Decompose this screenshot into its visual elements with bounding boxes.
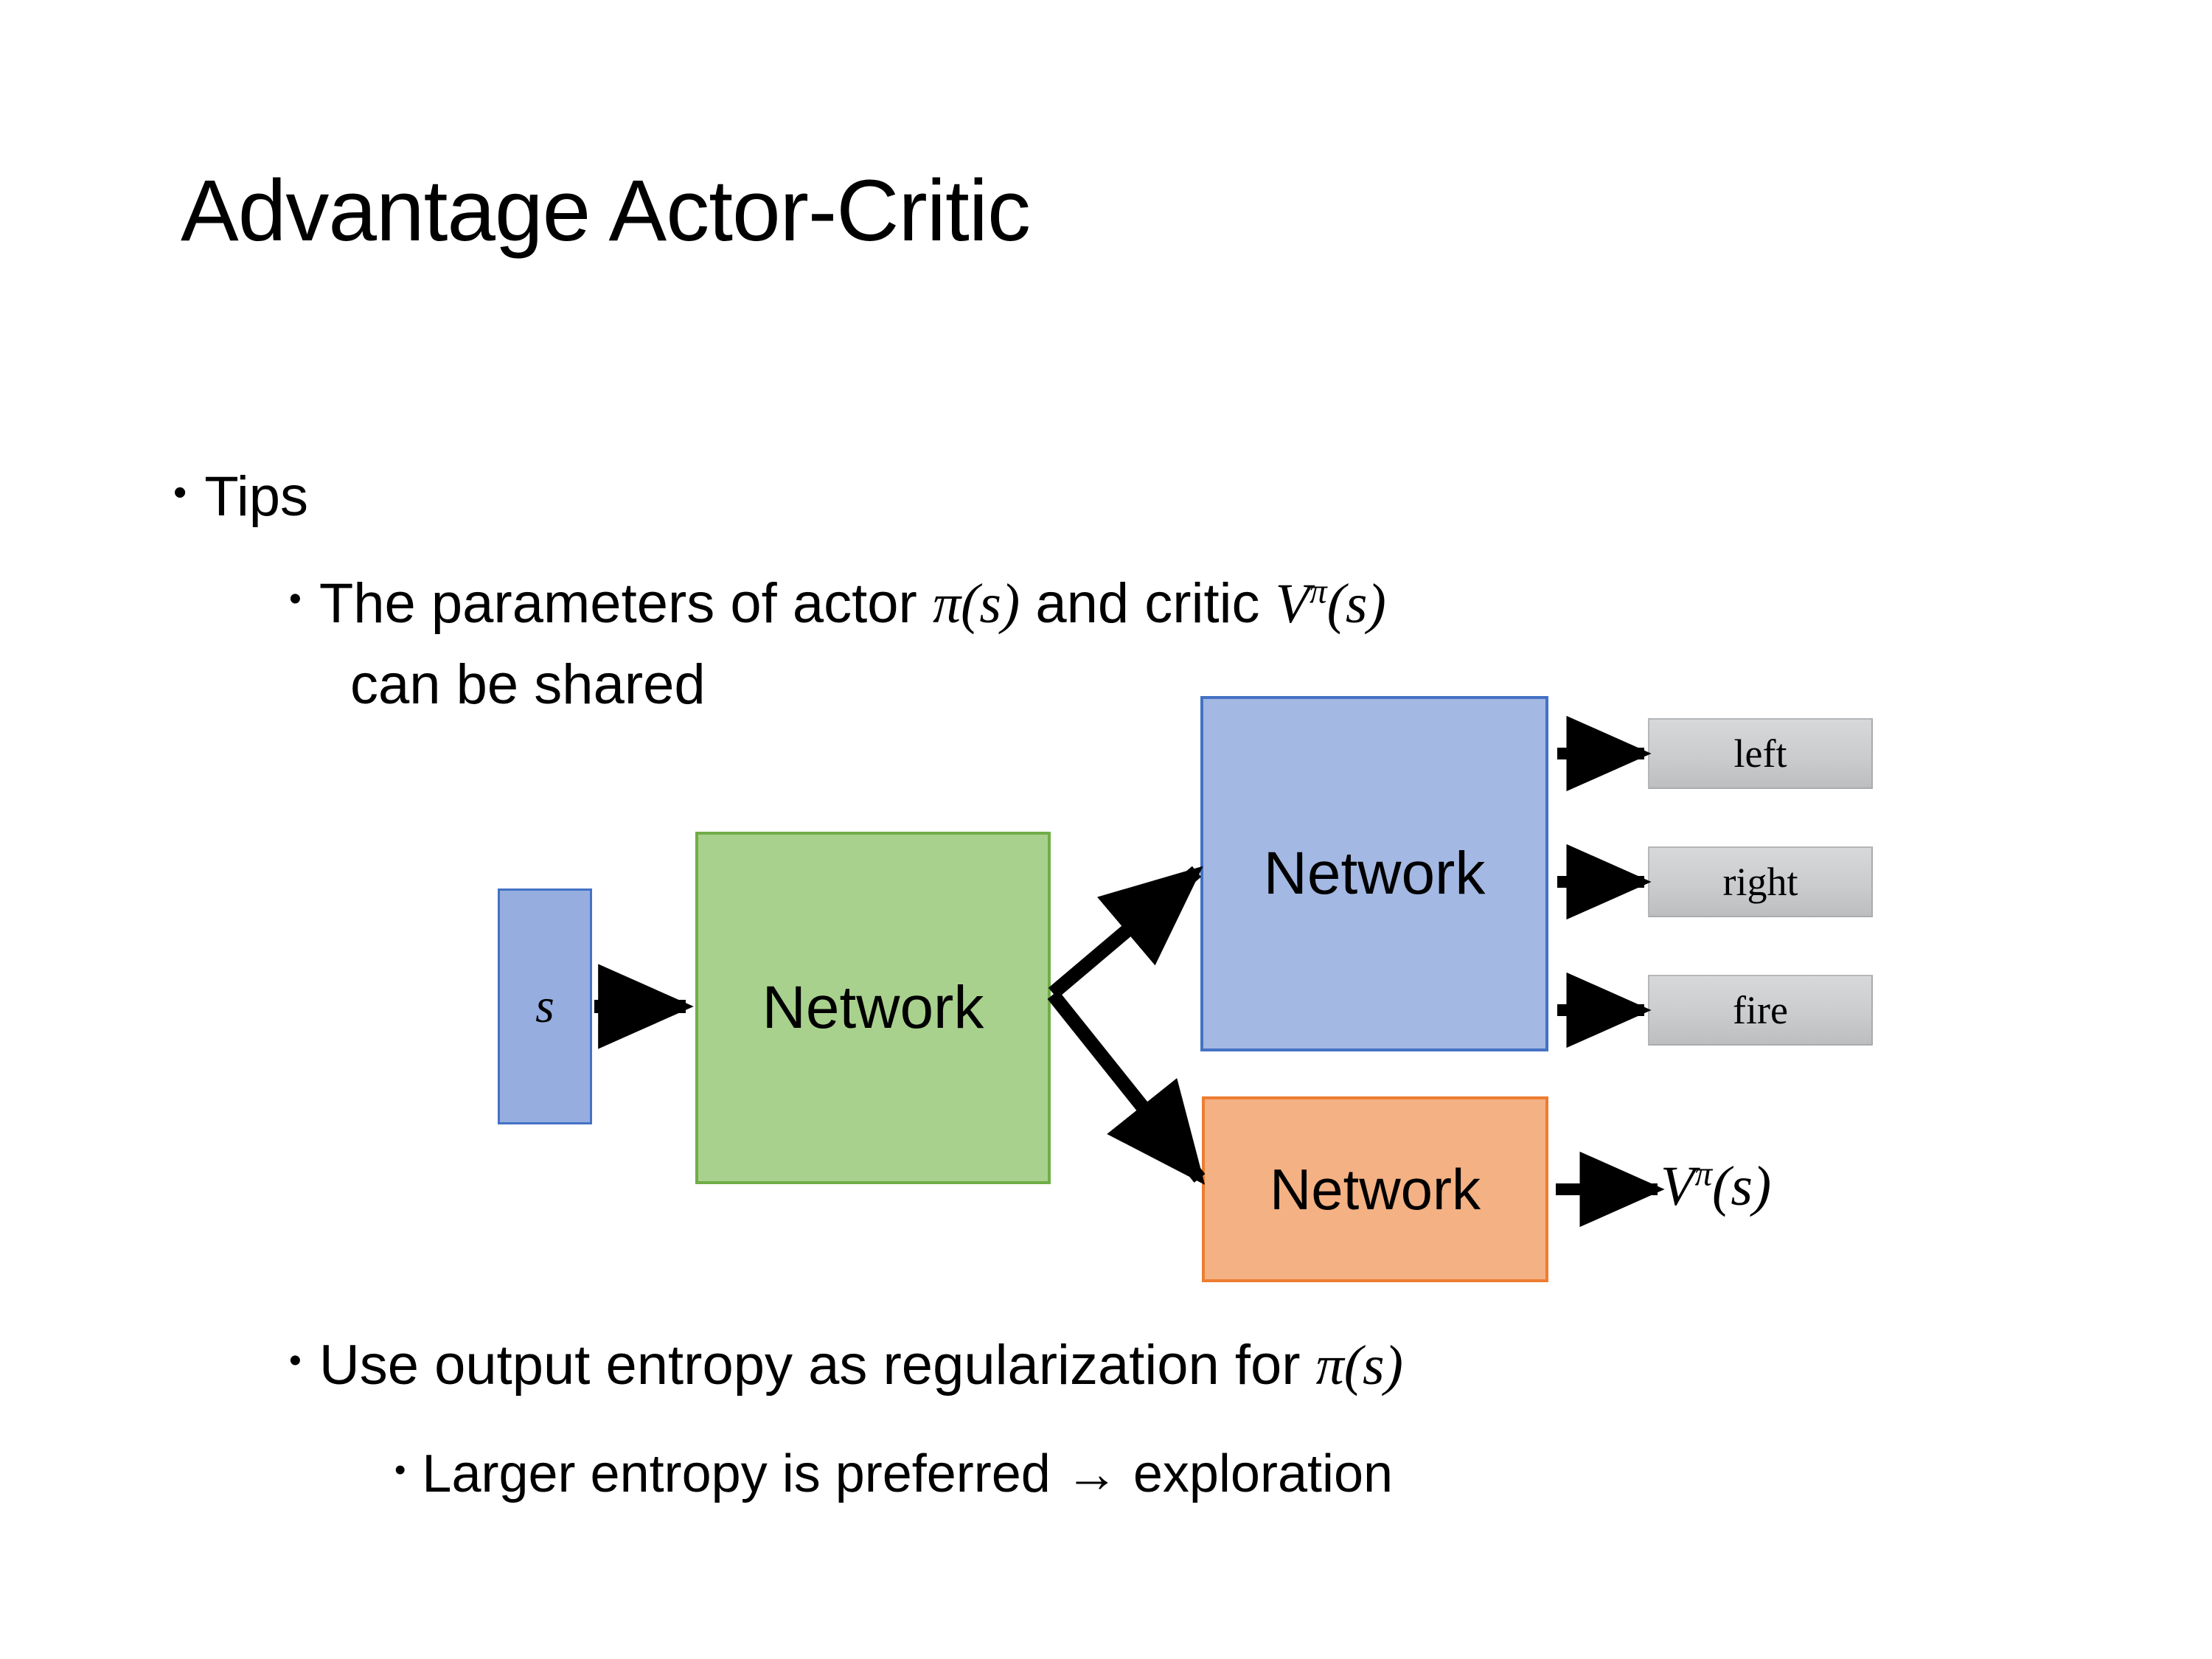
action-output-box-left: left — [1648, 718, 1873, 789]
bullet-entropy-prefix: Use output entropy as regularization for — [319, 1334, 1316, 1397]
action-output-label: left — [1733, 731, 1787, 776]
bullet-marker-icon: • — [173, 471, 187, 514]
diagram-actor-network-box: Network — [1200, 696, 1548, 1051]
action-output-box-fire: fire — [1648, 975, 1873, 1046]
math-v-argument: (s) — [1326, 573, 1386, 635]
math-v-symbol: V — [1275, 573, 1310, 635]
math-v-symbol: V — [1660, 1155, 1695, 1217]
arrow-shared-to-critic — [1047, 990, 1206, 1185]
bullet-entropy-regularization: • Use output entropy as regularization f… — [289, 1333, 1403, 1398]
critic-network-label: Network — [1269, 1156, 1481, 1222]
bullet-tips-label: Tips — [204, 465, 308, 528]
bullet-larger-entropy: • Larger entropy is preferred → explorat… — [394, 1444, 1393, 1504]
bullet-parameters-line1: The parameters of actor π(s) and critic … — [319, 571, 1386, 636]
input-box-label: s — [535, 979, 554, 1033]
diagram-critic-network-box: Network — [1202, 1096, 1548, 1282]
math-pi-of-s: π(s) — [932, 573, 1020, 635]
bullet-marker-icon: • — [289, 1341, 302, 1380]
actor-network-label: Network — [1263, 840, 1486, 907]
bullet-tips: • Tips — [173, 465, 308, 529]
bullet-parameters-middle: and critic — [1020, 572, 1276, 635]
bullet-marker-icon: • — [289, 580, 302, 619]
bullet-parameters-line2: can be shared — [350, 653, 706, 716]
math-v-argument: (s) — [1712, 1155, 1772, 1217]
math-pi-of-s: π(s) — [1315, 1335, 1403, 1397]
action-output-box-right: right — [1648, 846, 1873, 917]
bullet-parameters-shared: • The parameters of actor π(s) and criti… — [289, 571, 1386, 636]
diagram-shared-network-box: Network — [695, 832, 1051, 1184]
math-v-superscript-pi: π — [1694, 1155, 1713, 1194]
bullet-marker-icon: • — [394, 1452, 406, 1488]
action-output-label: fire — [1733, 988, 1788, 1032]
bullet-parameters-prefix: The parameters of actor — [319, 572, 933, 635]
action-output-label: right — [1722, 860, 1798, 904]
arrow-shared-to-actor — [1048, 866, 1203, 999]
shared-network-label: Network — [762, 974, 984, 1041]
math-v-superscript-pi: π — [1310, 572, 1327, 611]
diagram-input-box-s: s — [498, 888, 592, 1124]
value-output-label: Vπ(s) — [1660, 1154, 1771, 1219]
page-title: Advantage Actor-Critic — [181, 162, 1031, 260]
bullet-entropy-text: Use output entropy as regularization for… — [319, 1333, 1403, 1398]
bullet-larger-entropy-label: Larger entropy is preferred → exploratio… — [422, 1444, 1394, 1503]
